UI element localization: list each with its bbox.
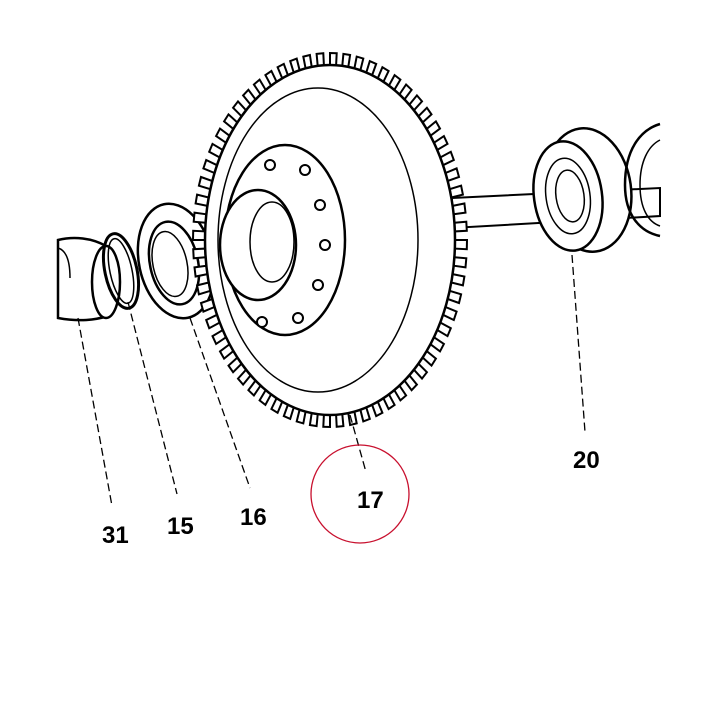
gear-tooth [335,413,345,428]
leader-20 [571,254,586,433]
callout-17: 17 [357,487,384,514]
gear-tooth [191,229,207,241]
leader-17 [349,414,367,473]
part-31-shaft-end [56,236,122,322]
gear-tooth [329,51,338,67]
leader-31 [77,317,113,507]
hub-bolt-holes [256,159,331,328]
leader-lines [77,254,586,507]
callout-20: 20 [573,447,600,474]
part-17-ring-gear [191,51,469,429]
circlip-right [623,122,661,238]
part-20-ball-bearing [532,127,633,253]
callout-17-highlight-circle [310,444,410,544]
callout-15: 15 [167,513,194,540]
leader-15 [127,301,178,495]
gear-tooth [315,52,325,67]
leader-16 [189,317,251,489]
gear-tooth [453,239,469,251]
callout-16: 16 [240,504,267,531]
gear-tooth [453,220,468,233]
gear-tooth [192,247,207,260]
callout-31: 31 [102,522,129,549]
gear-tooth [322,413,331,429]
